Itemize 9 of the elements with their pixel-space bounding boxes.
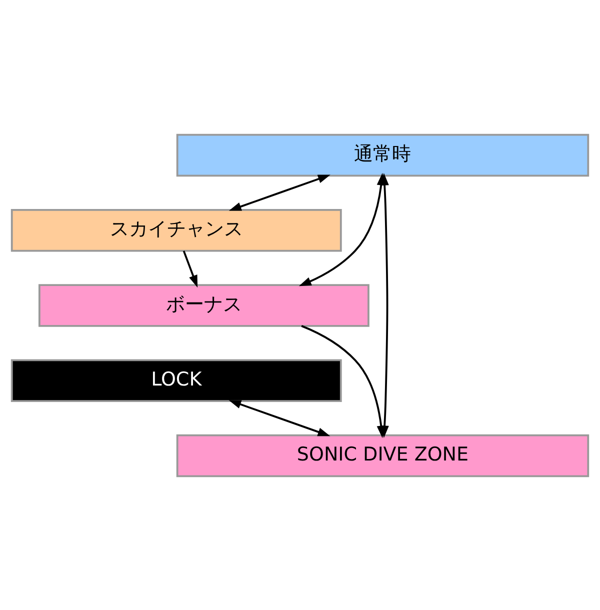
node-box: SONIC DIVE ZONE (176, 434, 590, 477)
arrow (182, 250, 198, 288)
node-box: スカイチャンス (10, 208, 342, 252)
arrow (228, 400, 330, 436)
arrow (301, 324, 386, 438)
node-box: LOCK (10, 358, 342, 402)
node-box: ボーナス (38, 284, 370, 326)
arrow (228, 174, 330, 210)
node-box: 通常時 (176, 133, 590, 176)
